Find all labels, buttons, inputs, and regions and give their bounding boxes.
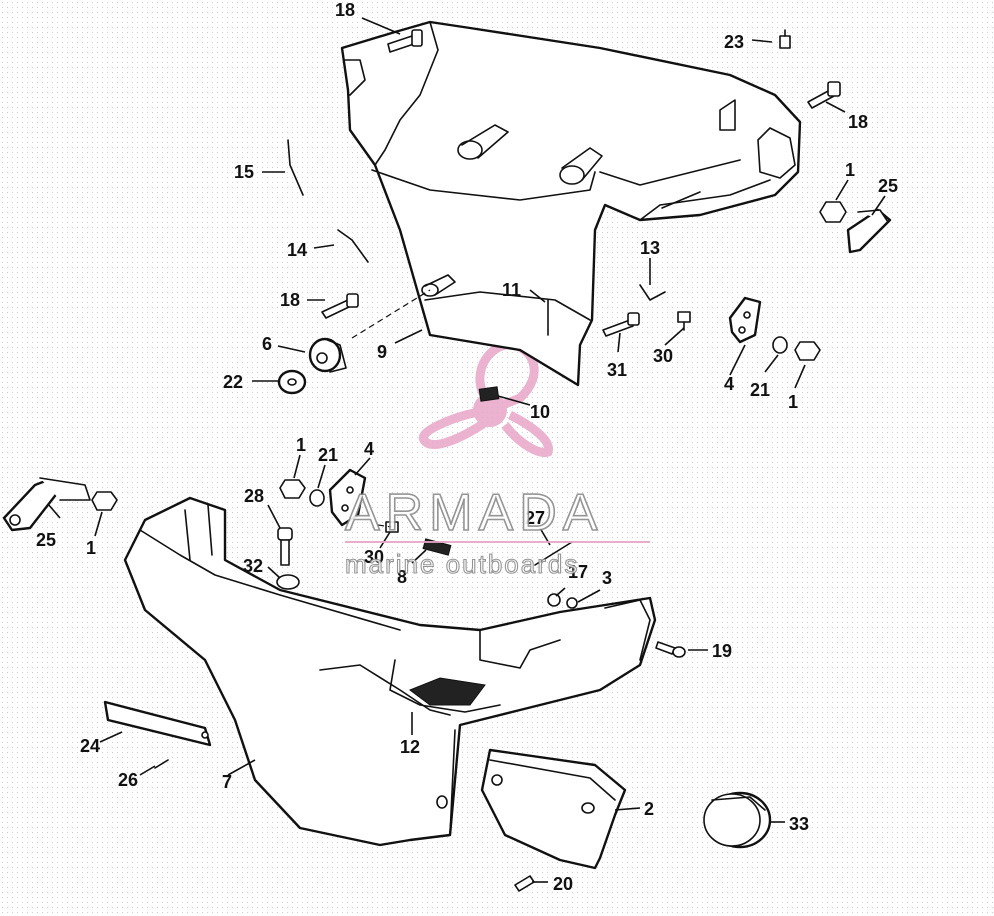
bracket-4-center: [328, 468, 367, 527]
rear-panel-2: [480, 748, 627, 870]
stud-28: [277, 527, 293, 566]
watermark-text: ARMADA marine outboards: [344, 483, 650, 580]
grommet-6: [308, 337, 347, 373]
callout-7: 7: [222, 772, 232, 792]
watermark-title: ARMADA: [345, 484, 603, 542]
bracket-4-right: [728, 296, 762, 344]
callout-19: 19: [712, 641, 732, 661]
upper-motor-cover: [340, 20, 802, 387]
callout-21-right: 21: [750, 380, 770, 400]
washer-21-right: [772, 336, 788, 354]
callout-1-left: 1: [86, 538, 96, 558]
watermark-subtitle: marine outboards: [345, 549, 579, 579]
callout-1-upper-right: 1: [845, 160, 855, 180]
leader-lines: [47, 17, 886, 883]
washer-17: [547, 593, 561, 607]
callout-33: 33: [789, 814, 809, 834]
o-ring-32: [276, 574, 300, 590]
callout-27: 27: [525, 508, 545, 528]
nut-1-left: [91, 491, 118, 511]
latch-25-right: [846, 208, 892, 254]
callout-4-center: 4: [364, 439, 374, 459]
nut-1-right-lower: [794, 341, 821, 361]
callout-13: 13: [640, 238, 660, 258]
callout-18-top: 18: [335, 0, 355, 20]
callout-28: 28: [244, 486, 264, 506]
callout-18-left: 18: [280, 290, 300, 310]
callout-11: 11: [502, 280, 521, 300]
plug-33: [703, 791, 772, 849]
bolt-31: [602, 312, 640, 337]
callout-30-center: 30: [364, 547, 384, 567]
screw-20: [514, 875, 535, 892]
washer-3: [566, 597, 578, 609]
screw-30-right: [677, 311, 691, 331]
callout-25-left: 25: [36, 530, 56, 550]
rod-27: [534, 541, 573, 566]
callout-15: 15: [234, 162, 254, 182]
screw-26: [154, 759, 169, 769]
wire-clip-15: [287, 139, 304, 196]
screw-18-right: [807, 81, 841, 109]
screw-19: [655, 641, 686, 658]
nut-1-center: [279, 479, 306, 499]
trim-strip-24: [103, 700, 212, 747]
callout-18-right: 18: [848, 112, 868, 132]
callout-23: 23: [724, 32, 744, 52]
screw-18-top: [387, 29, 423, 53]
callout-10: 10: [530, 402, 550, 422]
block-10: [478, 386, 500, 402]
callout-26: 26: [118, 770, 138, 790]
callout-1-center: 1: [296, 435, 306, 455]
callout-3: 3: [602, 568, 612, 588]
callout-20: 20: [553, 874, 573, 894]
callout-31: 31: [607, 360, 627, 380]
callout-12: 12: [400, 737, 420, 757]
callout-25-right: 25: [878, 176, 898, 196]
callout-21-center: 21: [318, 445, 338, 465]
callout-2: 2: [644, 799, 654, 819]
lower-motor-cover: [123, 496, 657, 847]
callout-17: 17: [568, 562, 588, 582]
wire-clip-14: [337, 229, 369, 263]
screw-18-left: [321, 293, 359, 319]
callout-labels: 18 23 18 15 1 25 14 13 11 18 6 9 30 31 2…: [36, 0, 898, 894]
callout-14: 14: [287, 240, 307, 260]
screw-23: [779, 29, 791, 49]
latch-25-left: [2, 477, 91, 532]
washer-22: [277, 369, 307, 395]
washer-21-center: [309, 489, 325, 507]
callout-24: 24: [80, 736, 100, 756]
callout-32: 32: [243, 556, 263, 576]
callout-9: 9: [377, 342, 387, 362]
callout-1-right-lower: 1: [788, 392, 798, 412]
callout-4-right: 4: [724, 374, 734, 394]
nut-1-right: [819, 201, 847, 223]
callout-30-right: 30: [653, 346, 673, 366]
callout-6: 6: [262, 334, 272, 354]
callout-22: 22: [223, 372, 243, 392]
callout-8: 8: [397, 567, 407, 587]
spring-13: [639, 284, 666, 301]
